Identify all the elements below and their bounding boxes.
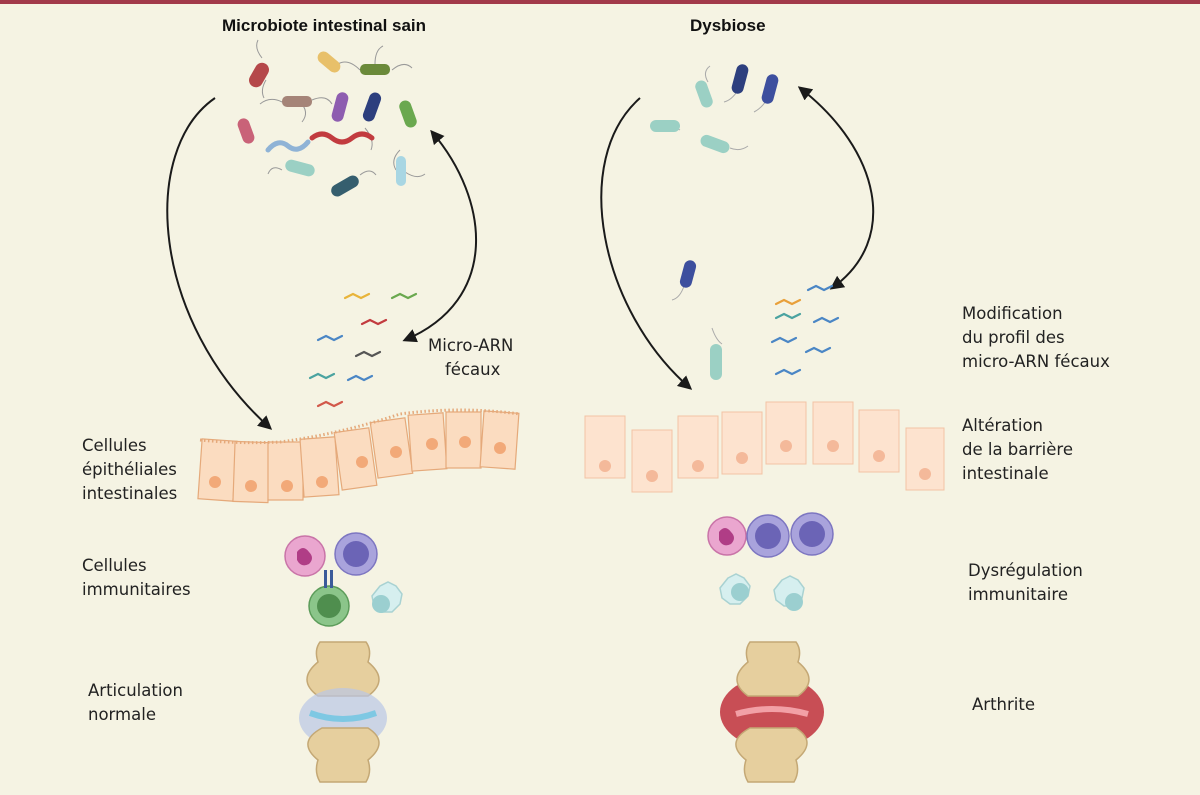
top-accent-bar: [0, 0, 1200, 4]
label-immune-line2: immunitaires: [82, 580, 191, 599]
label-arthritis: Arthrite: [972, 693, 1035, 717]
label-epithelial-cells: Cellules épithéliales intestinales: [82, 434, 177, 506]
immune-cells-healthy: [284, 532, 403, 627]
label-fecal-mirna-line1: Micro-ARN: [428, 336, 514, 355]
label-immune-cells: Cellules immunitaires: [82, 554, 191, 602]
label-barrier-line2: de la barrière: [962, 440, 1073, 459]
label-arthritis-line1: Arthrite: [972, 695, 1035, 714]
arrow-bidirectional-mirna-healthy: [402, 129, 477, 343]
label-fecal-mirna-line2: fécaux: [445, 360, 501, 379]
arrow-microbiota-to-epithelium-dysbiosis: [600, 97, 693, 390]
label-barrier-line3: intestinale: [962, 464, 1049, 483]
arrow-microbiota-to-epithelium-healthy: [166, 97, 273, 430]
label-epithelial-line2: épithéliales: [82, 460, 177, 479]
label-mirna-change-line2: du profil des: [962, 328, 1065, 347]
epithelial-cells-healthy: [197, 408, 521, 504]
label-mirna-profile-change: Modification du profil des micro-ARN féc…: [962, 302, 1110, 374]
label-mirna-change-line3: micro-ARN fécaux: [962, 352, 1110, 371]
label-mirna-change-line1: Modification: [962, 304, 1063, 323]
title-healthy-microbiota: Microbiote intestinal sain: [222, 16, 427, 35]
label-immune-dysregulation: Dysrégulation immunitaire: [968, 559, 1083, 607]
label-dysreg-line2: immunitaire: [968, 585, 1068, 604]
label-fecal-mirna: Micro-ARN fécaux: [428, 334, 513, 382]
label-epithelial-line3: intestinales: [82, 484, 178, 503]
joint-normal: [299, 641, 387, 783]
label-barrier-alteration: Altération de la barrière intestinale: [962, 414, 1073, 486]
label-dysreg-line1: Dysrégulation: [968, 561, 1083, 580]
label-normal-joint-line2: normale: [88, 705, 156, 724]
label-immune-line1: Cellules: [82, 556, 147, 575]
immune-cells-dysbiosis: [707, 512, 834, 611]
dysbiosis-translocating-bacteria: [671, 260, 723, 380]
label-normal-joint-line1: Articulation: [88, 681, 183, 700]
title-dysbiosis: Dysbiose: [690, 16, 766, 35]
label-epithelial-line1: Cellules: [82, 436, 147, 455]
arrow-bidirectional-mirna-dysbiosis: [797, 86, 875, 290]
fecal-mirna-healthy: [308, 292, 418, 450]
label-barrier-line1: Altération: [962, 416, 1043, 435]
healthy-bacteria-cluster: [237, 39, 426, 197]
joint-arthritis: [720, 641, 824, 783]
epithelial-cells-dysbiosis: [584, 401, 945, 493]
label-normal-joint: Articulation normale: [88, 679, 183, 727]
dysbiosis-bacteria-cluster: [650, 64, 779, 154]
